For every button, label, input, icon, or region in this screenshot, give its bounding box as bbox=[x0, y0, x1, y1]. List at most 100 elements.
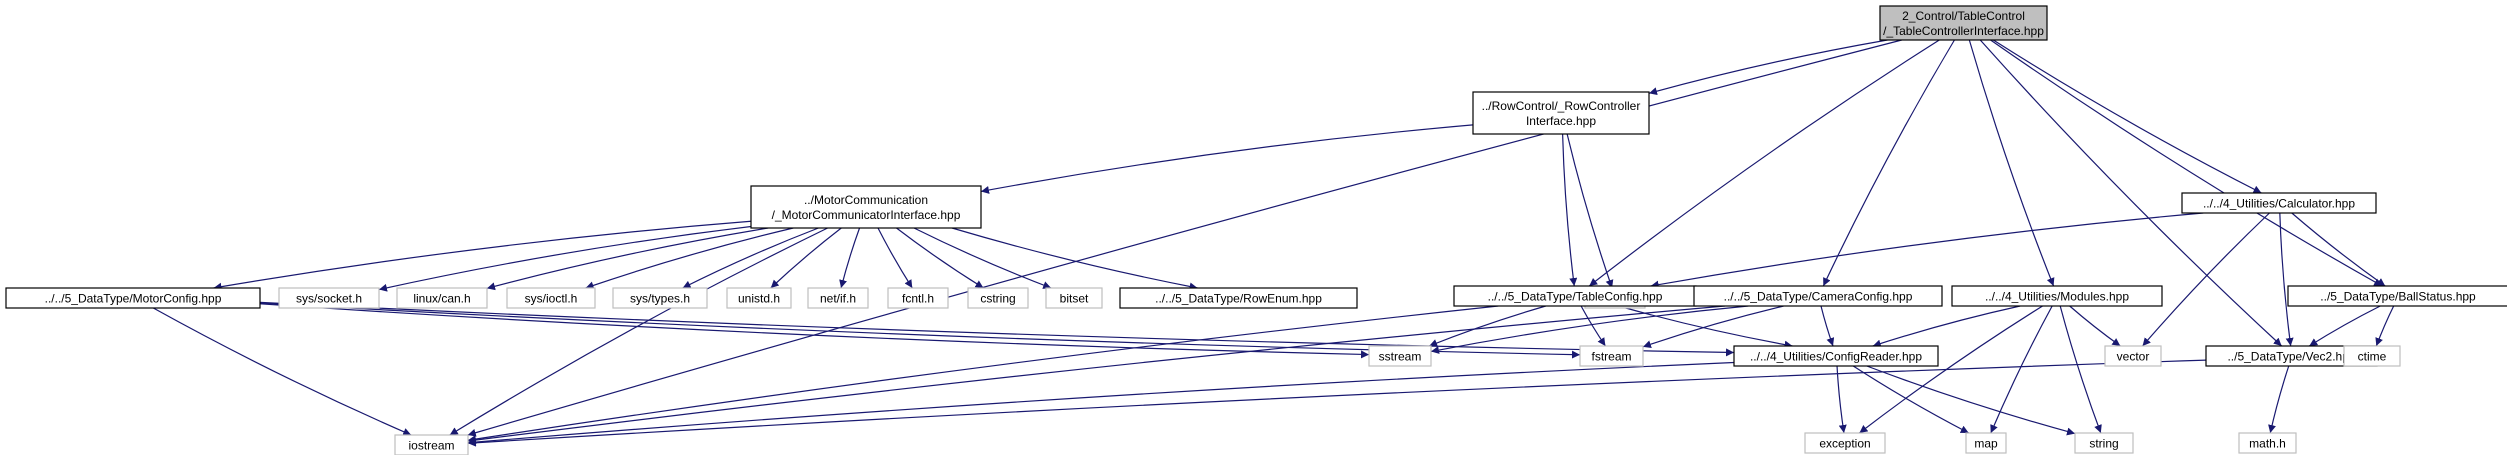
edge-motor_comm_if-to-unistd bbox=[770, 227, 842, 289]
edge-table_config-to-config_reader bbox=[1618, 305, 1793, 349]
edge-table_ctrl_if-to-modules bbox=[1968, 39, 2055, 287]
node-sys-ioctl: sys/ioctl.h bbox=[506, 287, 596, 309]
node-label: 2_Control/TableControl bbox=[1902, 9, 2025, 23]
node-label: sys/types.h bbox=[630, 292, 690, 306]
node-label: ../5_DataType/BallStatus.hpp bbox=[2320, 290, 2476, 304]
node-label: /_MotorCommunicatorInterface.hpp bbox=[772, 208, 961, 222]
node-ball-status[interactable]: ../5_DataType/BallStatus.hpp bbox=[2287, 285, 2507, 307]
edges-layer bbox=[153, 39, 2395, 447]
node-row-ctrl-if[interactable]: ../RowControl/_RowControllerInterface.hp… bbox=[1472, 91, 1650, 135]
edge-table_config-to-fstream bbox=[1580, 305, 1606, 347]
edge-table_ctrl_if-to-camera_config bbox=[1822, 39, 1955, 287]
edge-motor_comm_if-to-fcntl bbox=[877, 227, 913, 289]
edge-camera_config-to-iostream bbox=[467, 305, 1726, 445]
node-linux-can: linux/can.h bbox=[396, 287, 488, 309]
node-vector: vector bbox=[2104, 345, 2162, 367]
node-label: ctime bbox=[2358, 350, 2387, 364]
node-ctime: ctime bbox=[2343, 345, 2401, 367]
node-map: map bbox=[1965, 432, 2007, 454]
node-motor-comm-if[interactable]: ../MotorCommunication/_MotorCommunicator… bbox=[750, 185, 982, 229]
node-iostream: iostream bbox=[394, 434, 469, 455]
node-box bbox=[1045, 287, 1103, 309]
node-box bbox=[1693, 285, 1943, 307]
edge-vec2-to-iostream bbox=[467, 359, 2207, 447]
node-table-config[interactable]: ../../5_DataType/TableConfig.hpp bbox=[1453, 285, 1697, 307]
node-label: ../../5_DataType/MotorConfig.hpp bbox=[45, 292, 222, 306]
edge-row_ctrl_if-to-table_config bbox=[1562, 133, 1578, 287]
node-label: ../../4_Utilities/Calculator.hpp bbox=[2203, 197, 2355, 211]
node-modules[interactable]: ../../4_Utilities/Modules.hpp bbox=[1951, 285, 2163, 307]
node-vec2[interactable]: ../5_DataType/Vec2.hpp bbox=[2205, 345, 2378, 367]
edge-calculator-to-vec2 bbox=[2279, 212, 2294, 347]
node-table-ctrl-if[interactable]: 2_Control/TableControl/_TableControllerI… bbox=[1879, 5, 2048, 41]
node-box bbox=[612, 287, 708, 309]
node-camera-config[interactable]: ../../5_DataType/CameraConfig.hpp bbox=[1693, 285, 1943, 307]
node-box bbox=[2287, 285, 2507, 307]
node-config-reader[interactable]: ../../4_Utilities/ConfigReader.hpp bbox=[1733, 345, 1939, 367]
node-label: /_TableControllerInterface.hpp bbox=[1883, 24, 2044, 38]
node-label: ../../4_Utilities/Modules.hpp bbox=[1985, 290, 2129, 304]
node-label: sys/ioctl.h bbox=[525, 292, 578, 306]
node-label: ../5_DataType/Vec2.hpp bbox=[2227, 350, 2355, 364]
node-box bbox=[2343, 345, 2401, 367]
node-box bbox=[887, 287, 949, 309]
edge-calculator-to-table_config bbox=[1650, 212, 2204, 289]
node-label: Interface.hpp bbox=[1526, 114, 1596, 128]
node-fcntl: fcntl.h bbox=[887, 287, 949, 309]
edge-modules-to-string bbox=[2059, 305, 2102, 434]
node-box bbox=[750, 185, 982, 229]
edge-table_config-to-sstream bbox=[1428, 305, 1546, 347]
edge-table_ctrl_if-to-table_config bbox=[1588, 39, 1940, 287]
node-unistd: unistd.h bbox=[726, 287, 792, 309]
edge-calculator-to-ball_status bbox=[2291, 212, 2386, 287]
node-sys-socket: sys/socket.h bbox=[278, 287, 380, 309]
node-label: bitset bbox=[1060, 292, 1089, 306]
node-label: iostream bbox=[408, 439, 454, 453]
node-box bbox=[1119, 287, 1358, 309]
node-label: exception bbox=[1819, 437, 1870, 451]
node-box bbox=[394, 434, 469, 455]
edge-modules-to-map bbox=[1990, 305, 2053, 434]
edge-row_ctrl_if-to-motor_comm_if bbox=[980, 124, 1474, 194]
node-box bbox=[1368, 345, 1432, 367]
node-label: unistd.h bbox=[738, 292, 780, 306]
node-sstream: sstream bbox=[1368, 345, 1432, 367]
edge-config_reader-to-map bbox=[1852, 365, 1970, 434]
edge-motor_comm_if-to-cstring bbox=[896, 227, 984, 289]
edge-table_ctrl_if-to-row_ctrl_if bbox=[1648, 39, 1888, 96]
node-label: linux/can.h bbox=[413, 292, 470, 306]
edge-motor_comm_if-to-row_enum bbox=[951, 227, 1198, 291]
edge-motor_config-to-config_reader bbox=[259, 301, 1735, 357]
edge-motor_config-to-sstream bbox=[259, 303, 1370, 359]
node-box bbox=[278, 287, 380, 309]
node-box bbox=[1804, 432, 1886, 454]
node-label: map bbox=[1974, 437, 1998, 451]
node-box bbox=[396, 287, 488, 309]
edge-camera_config-to-fstream bbox=[1642, 305, 1784, 349]
node-motor-config[interactable]: ../../5_DataType/MotorConfig.hpp bbox=[5, 287, 261, 309]
edge-ball_status-to-ctime bbox=[2375, 305, 2395, 347]
node-bitset: bitset bbox=[1045, 287, 1103, 309]
edge-vec2-to-math_h bbox=[2268, 365, 2290, 434]
node-label: math.h bbox=[2249, 437, 2286, 451]
node-label: ../../5_DataType/RowEnum.hpp bbox=[1155, 292, 1322, 306]
node-label: fcntl.h bbox=[902, 292, 934, 306]
node-box bbox=[1965, 432, 2007, 454]
node-label: ../../5_DataType/TableConfig.hpp bbox=[1488, 290, 1663, 304]
node-label: net/if.h bbox=[820, 292, 856, 306]
node-box bbox=[967, 287, 1029, 309]
edge-row_ctrl_if-to-cstdlib bbox=[1566, 133, 1614, 289]
edge-motor_comm_if-to-motor_config bbox=[213, 220, 752, 291]
node-row-enum[interactable]: ../../5_DataType/RowEnum.hpp bbox=[1119, 287, 1358, 309]
node-box bbox=[1951, 285, 2163, 307]
node-label: fstream bbox=[1591, 350, 1631, 364]
node-box bbox=[5, 287, 261, 309]
node-calculator[interactable]: ../../4_Utilities/Calculator.hpp bbox=[2181, 192, 2377, 214]
node-label: sstream bbox=[1379, 350, 1422, 364]
node-box bbox=[2104, 345, 2162, 367]
node-box bbox=[2181, 192, 2377, 214]
node-string: string bbox=[2074, 432, 2134, 454]
edge-table_ctrl_if-to-calculator bbox=[1992, 39, 2262, 194]
edge-config_reader-to-string bbox=[1866, 365, 2076, 436]
